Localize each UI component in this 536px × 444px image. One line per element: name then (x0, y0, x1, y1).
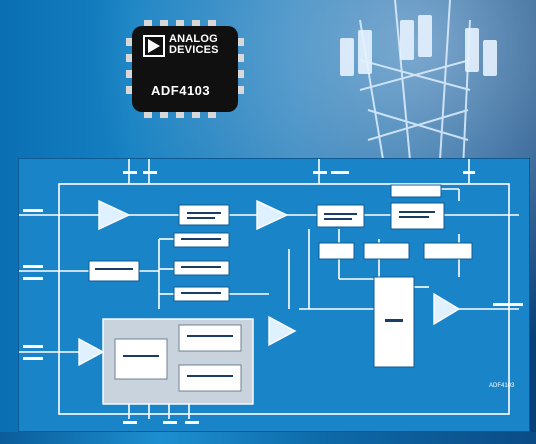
block-diagram: ADF4103 (19, 159, 523, 424)
block-diagram-panel: ADF4103 (18, 158, 530, 432)
bottom-strip (0, 432, 536, 444)
brand-logo-text: ANALOG DEVICES (169, 34, 219, 56)
figure-label: ADF4103 (489, 383, 515, 389)
brand-line-1: ANALOG (169, 33, 218, 45)
analog-devices-triangle-icon (143, 35, 165, 57)
brand-line-2: DEVICES (169, 44, 219, 56)
adf4103-chip-icon (126, 20, 244, 118)
chip-part-number: ADF4103 (151, 83, 211, 98)
